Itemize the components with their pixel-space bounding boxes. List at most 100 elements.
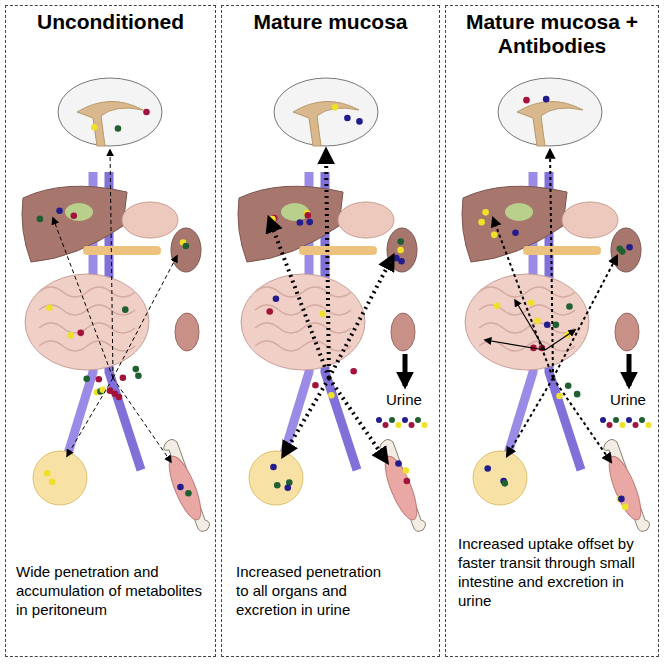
intestine-loop bbox=[479, 287, 575, 297]
metabolite-dot bbox=[183, 243, 190, 250]
condition-panel: UnconditionedWide penetration and accumu… bbox=[5, 5, 216, 657]
metabolite-dot bbox=[574, 391, 581, 398]
panel-title: Mature mucosa + Antibodies bbox=[465, 10, 640, 58]
intestine-loop bbox=[39, 341, 135, 351]
uptake-arrow bbox=[110, 150, 113, 378]
uptake-arrow bbox=[329, 378, 387, 462]
fat-tissue bbox=[249, 451, 303, 505]
panel-title: Mature mucosa bbox=[243, 10, 418, 34]
metabolite-dot bbox=[177, 484, 184, 491]
stomach bbox=[122, 202, 178, 238]
metabolite-dot bbox=[332, 104, 339, 111]
panel-caption: Increased penetration to all organs and … bbox=[236, 562, 386, 619]
metabolite-dot bbox=[397, 247, 404, 254]
metabolite-dot bbox=[83, 375, 90, 382]
metabolite-dot bbox=[482, 209, 489, 216]
intestine bbox=[241, 274, 365, 370]
metabolite-dot bbox=[297, 219, 304, 226]
metabolite-dot bbox=[484, 465, 491, 472]
body-figure bbox=[22, 78, 210, 531]
urine-dot bbox=[633, 422, 639, 428]
intestine-loop bbox=[255, 323, 351, 333]
metabolite-dot bbox=[350, 368, 357, 375]
urine-dot bbox=[422, 422, 428, 428]
metabolite-dot bbox=[393, 255, 400, 262]
metabolite-dot bbox=[44, 470, 51, 477]
pancreas bbox=[299, 246, 377, 255]
transit-arrow bbox=[485, 340, 545, 350]
metabolite-dot bbox=[135, 372, 142, 379]
urine-dot bbox=[626, 417, 632, 423]
metabolite-dot bbox=[270, 464, 277, 471]
metabolite-dot bbox=[120, 374, 127, 381]
urine-dot bbox=[409, 422, 415, 428]
metabolite-dot bbox=[356, 118, 363, 125]
muscle bbox=[163, 453, 207, 524]
intestine-loop bbox=[255, 341, 351, 351]
spleen bbox=[611, 228, 641, 272]
metabolite-dot bbox=[95, 376, 102, 383]
body-figure bbox=[238, 78, 428, 531]
metabolite-dot bbox=[56, 207, 63, 214]
uptake-arrow bbox=[553, 256, 617, 378]
metabolite-dot bbox=[617, 245, 624, 252]
intestine-loop bbox=[39, 323, 135, 333]
bone bbox=[604, 439, 650, 531]
condition-panel: Mature mucosa + AntibodiesIncreased upta… bbox=[445, 5, 659, 657]
muscle bbox=[379, 453, 423, 524]
uptake-arrow bbox=[493, 218, 553, 378]
gallbladder bbox=[65, 203, 93, 221]
uptake-arrow bbox=[553, 378, 611, 462]
urine-dot bbox=[383, 422, 389, 428]
bone bbox=[380, 439, 426, 531]
uptake-arrow bbox=[550, 150, 553, 378]
stomach bbox=[562, 202, 618, 238]
metabolite-dot bbox=[543, 96, 550, 103]
metabolite-dot bbox=[502, 480, 509, 487]
body-figure bbox=[462, 78, 652, 531]
panel-caption: Wide penetration and accumulation of met… bbox=[16, 562, 206, 619]
intestine-loop bbox=[479, 341, 575, 351]
uptake-arrow bbox=[329, 256, 393, 378]
metabolite-dot bbox=[397, 238, 404, 245]
metabolite-dot bbox=[404, 478, 411, 485]
metabolite-dot bbox=[395, 460, 402, 467]
intestine-loop bbox=[39, 287, 135, 297]
brain bbox=[274, 78, 378, 146]
panel-caption: Increased uptake offset by faster transi… bbox=[458, 534, 654, 610]
urine-dot bbox=[402, 417, 408, 423]
metabolite-dot bbox=[312, 382, 319, 389]
uptake-arrow bbox=[507, 378, 553, 456]
metabolite-dot bbox=[566, 303, 573, 310]
urine-dot bbox=[613, 417, 619, 423]
stomach bbox=[338, 202, 394, 238]
metabolite-dot bbox=[344, 115, 351, 122]
metabolite-dot bbox=[46, 304, 53, 311]
kidney bbox=[615, 313, 639, 351]
metabolite-dot bbox=[328, 392, 335, 399]
brainstem bbox=[77, 101, 143, 146]
pancreas bbox=[83, 246, 161, 255]
uptake-arrow bbox=[269, 218, 329, 378]
intestine-loop bbox=[479, 323, 575, 333]
spleen bbox=[387, 228, 417, 272]
metabolite-dot bbox=[185, 490, 192, 497]
metabolite-dot bbox=[565, 382, 572, 389]
metabolite-dot bbox=[403, 467, 410, 474]
condition-panel: Mature mucosaIncreased penetration to al… bbox=[221, 5, 440, 657]
metabolite-dot bbox=[71, 212, 78, 219]
uptake-arrow bbox=[53, 218, 113, 378]
metabolite-dot bbox=[37, 216, 44, 223]
kidney bbox=[175, 313, 199, 351]
urine-dot bbox=[639, 417, 645, 423]
transit-arrow bbox=[545, 330, 575, 350]
urine-arrow bbox=[403, 354, 408, 386]
urine-label: Urine bbox=[386, 391, 422, 409]
metabolite-dot bbox=[320, 311, 327, 318]
metabolite-dot bbox=[534, 317, 541, 324]
metabolite-dot bbox=[77, 330, 84, 337]
urine-arrow bbox=[627, 354, 632, 386]
uptake-arrow bbox=[326, 150, 329, 378]
uptake-arrow bbox=[67, 378, 113, 456]
